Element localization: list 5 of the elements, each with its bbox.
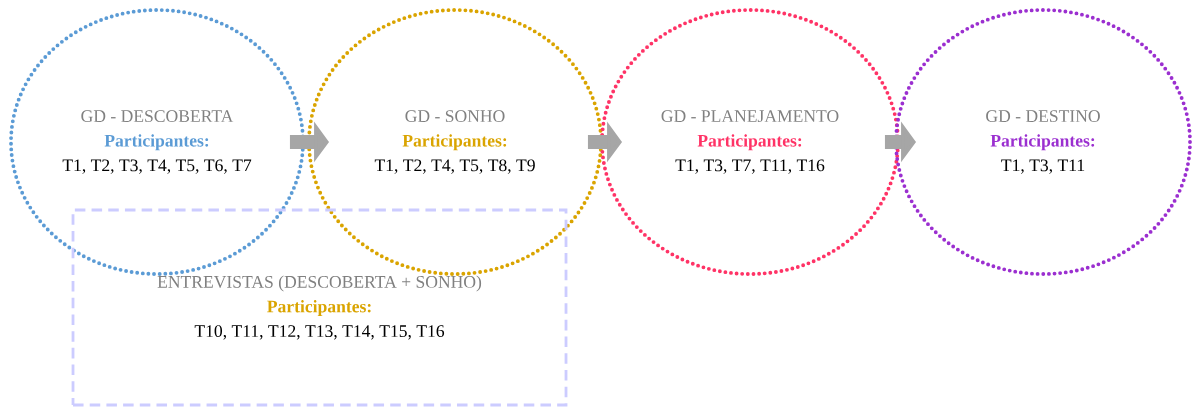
dashed-box: ENTREVISTAS (DESCOBERTA + SONHO) Participantes: T10, T11, T12, T13, T14, T15, T16 bbox=[71, 208, 568, 407]
ellipse-node: GD - PLANEJAMENTO Participantes: T1, T3, T7, T11, T16 bbox=[600, 8, 900, 276]
ellipse-node: GD - SONHO Participantes: T1, T2, T4, T5, T8, T9 bbox=[307, 8, 603, 276]
ellipse-node: GD - DESCOBERTA Participantes: T1, T2, T3, T4, T5, T6, T7 bbox=[9, 8, 305, 276]
ellipse-node: GD - DESTINO Participantes: T1, T3, T11 bbox=[894, 8, 1192, 276]
